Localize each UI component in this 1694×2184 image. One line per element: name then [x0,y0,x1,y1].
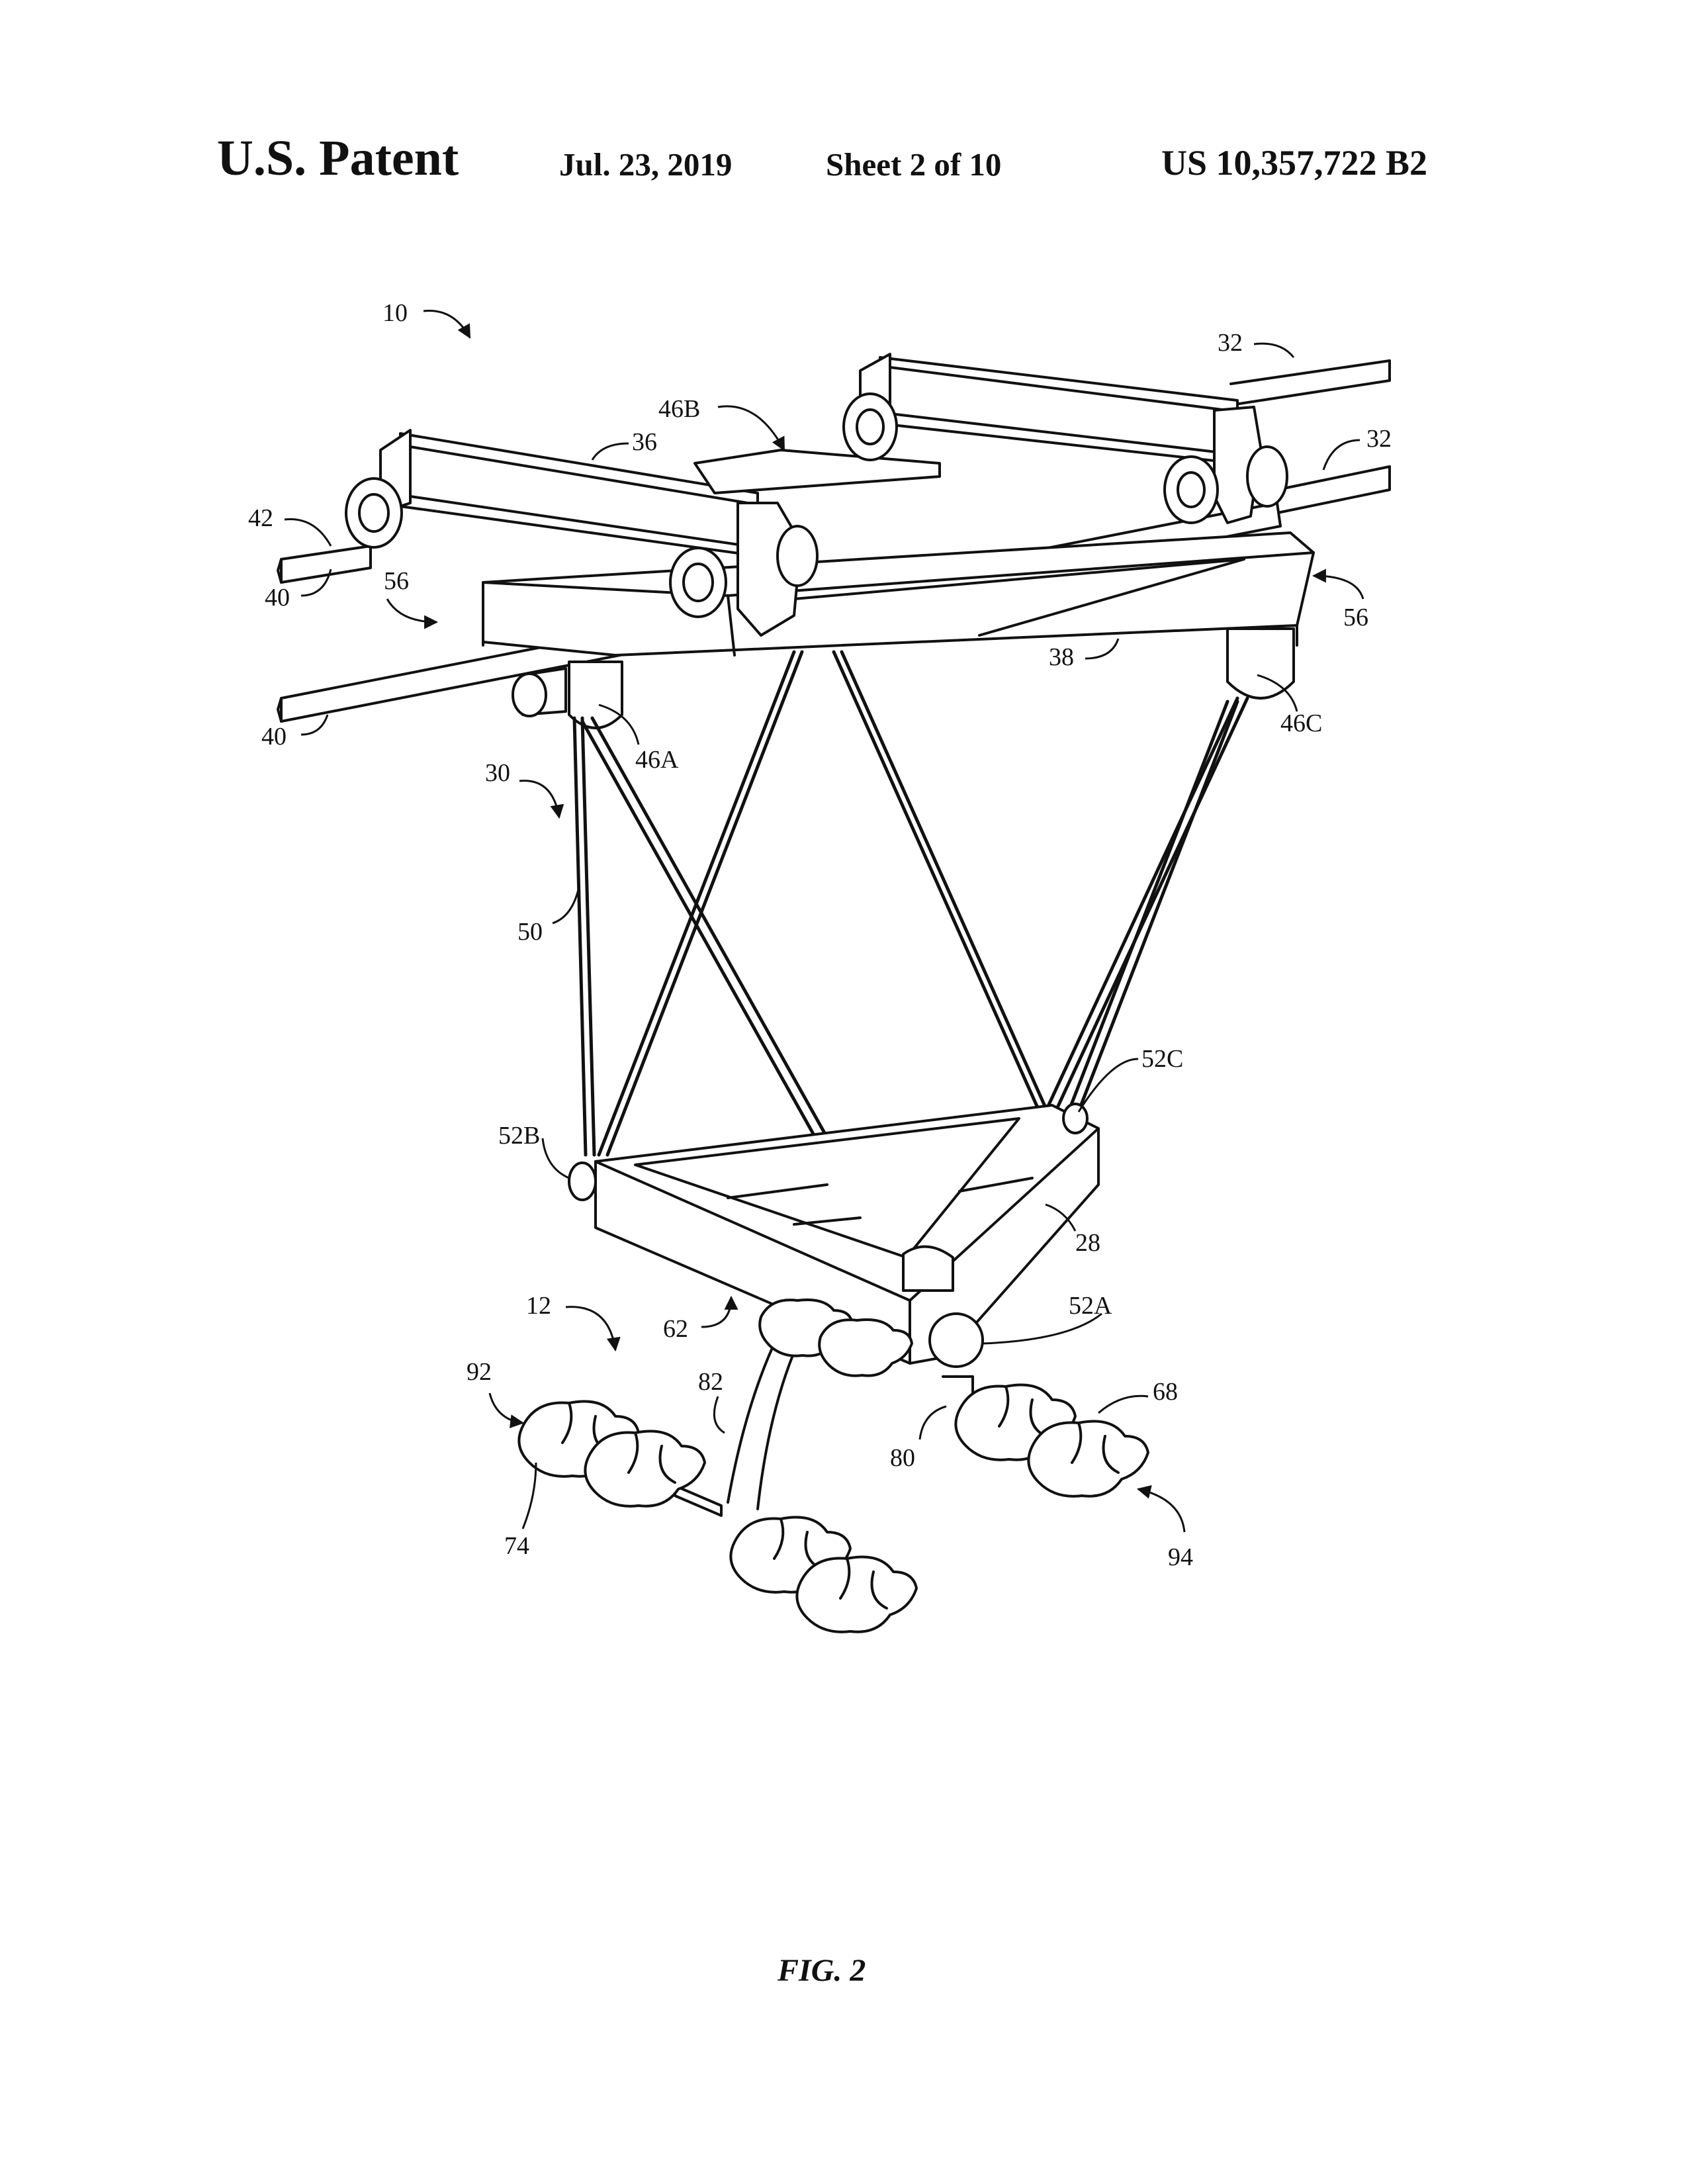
cable-32-lower [1276,465,1391,514]
leader-10 [423,310,471,339]
lower-triangular-platform [568,1103,1100,1368]
ref-52b: 52B [498,1122,540,1150]
leader-56a [386,598,439,629]
leader-36 [591,442,629,461]
leader-46b [717,405,785,451]
winch-46a [512,660,623,729]
ref-50: 50 [517,918,543,946]
ref-80: 80 [890,1444,915,1472]
leader-94 [1136,1485,1186,1533]
leader-82 [713,1396,725,1434]
ref-32a: 32 [1218,329,1243,357]
patent-label: U.S. Patent [217,130,459,186]
leader-30 [519,780,564,819]
rider-group-top [758,1298,913,1377]
leader-32a [1253,342,1295,358]
rider-group-94 [954,1383,1149,1498]
leader-38 [1085,638,1120,660]
leader-40b [300,714,329,736]
ref-46b: 46B [658,395,700,423]
rider-group-bottom [729,1516,918,1633]
leader-80 [918,1405,947,1440]
ref-68: 68 [1153,1378,1178,1406]
leader-68 [1098,1394,1149,1414]
leader-28 [1045,1203,1077,1232]
ref-40a: 40 [265,584,290,612]
upper-triangular-frame [482,531,1315,657]
cable-32-upper [1229,359,1391,406]
ref-42: 42 [248,504,273,532]
leader-92 [488,1392,525,1429]
patent-number: US 10,357,722 B2 [1161,143,1428,183]
leader-46a [598,704,640,745]
arm-74 [674,1484,723,1517]
leader-52a [982,1312,1102,1345]
wheel-right-front [842,392,898,461]
ref-46c: 46C [1280,709,1322,737]
ref-46a: 46A [635,746,679,774]
cable-40-upper [277,545,372,584]
ref-32b: 32 [1366,425,1392,453]
ref-12: 12 [526,1292,551,1320]
wheel-right-back [1246,445,1288,508]
wheel-left-back [776,525,819,587]
winch-46c [1226,627,1295,700]
ref-74: 74 [504,1532,529,1560]
leader-42 [284,518,332,547]
ref-10: 10 [382,299,408,327]
figure-label: FIG. 2 [778,1953,866,1988]
ref-56b: 56 [1343,604,1368,631]
ref-82: 82 [698,1368,723,1396]
ref-94: 94 [1168,1543,1193,1571]
ref-52c: 52C [1141,1045,1183,1073]
wheel-left-front [345,477,403,549]
ref-28: 28 [1075,1229,1100,1257]
ref-56a: 56 [384,567,409,595]
leader-12 [565,1306,621,1352]
leader-56b [1312,569,1364,600]
wheel-left-rear [669,547,727,618]
ref-62: 62 [663,1315,688,1343]
leader-32b [1322,439,1360,471]
leader-52b [541,1138,570,1179]
ref-92: 92 [467,1358,492,1386]
leader-74 [521,1462,537,1529]
leader-50 [552,886,580,925]
rider-group-92 [517,1400,706,1508]
ref-52a: 52A [1069,1292,1112,1320]
ref-38: 38 [1049,643,1074,671]
ref-40b: 40 [261,723,287,751]
leader-52c [1077,1058,1139,1113]
sheet-number: Sheet 2 of 10 [826,146,1002,183]
leader-62 [701,1295,738,1328]
wheel-right-rear [1163,455,1219,524]
leader-46c [1257,674,1298,712]
ref-30: 30 [485,759,510,787]
ref-36: 36 [632,428,657,456]
leader-40a [300,569,332,597]
patent-date: Jul. 23, 2019 [559,146,733,183]
